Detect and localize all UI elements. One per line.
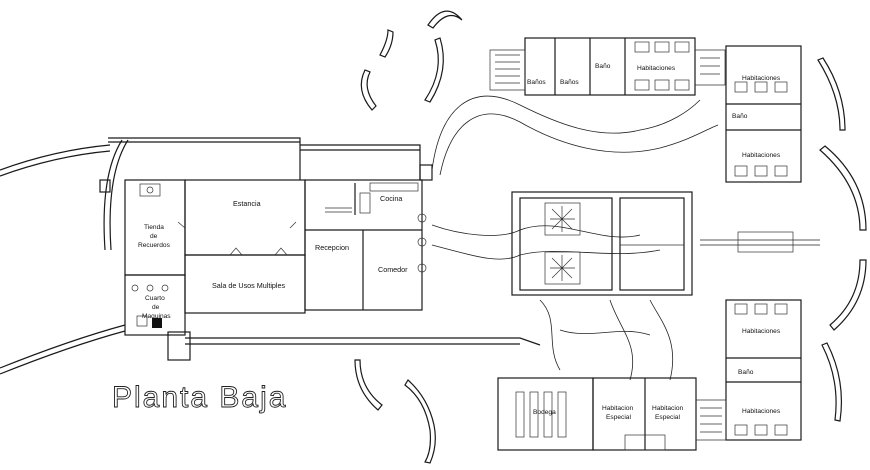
room-label-sala: Sala de Usos Multiples (212, 281, 286, 290)
room-label-bano-r1: Baño (732, 113, 748, 120)
room-label-comedor: Comedor (378, 265, 408, 274)
room-label-hab-esp-1b: Especial (606, 414, 631, 421)
room-label-hab-esp-1a: Habitacion (602, 405, 633, 412)
room-label-cuarto-1: Cuarto (145, 295, 165, 302)
room-label-recepcion: Recepcion (315, 243, 349, 252)
right-lower-block (725, 299, 802, 441)
room-label-estancia: Estancia (233, 199, 261, 208)
room-label-hab-esp-2a: Habitacion (652, 405, 683, 412)
landscape-arcs (354, 10, 867, 464)
room-label-hab-r3: Habitaciones (742, 328, 781, 335)
room-label-bano-r2: Baño (738, 369, 754, 376)
room-label-hab-r2: Habitaciones (742, 152, 781, 159)
top-block (489, 37, 726, 96)
outer-curved-walls (0, 137, 541, 375)
room-label-cuarto-2: de (152, 304, 160, 311)
bottom-block (497, 377, 727, 451)
room-label-habitaciones-top: Habitaciones (637, 65, 676, 72)
room-label-cuarto-3: Maquinas (142, 313, 171, 320)
room-label-hab-esp-2b: Especial (655, 414, 680, 421)
room-label-tienda-1: Tienda (144, 224, 164, 231)
room-label-banos-2: Baños (560, 79, 579, 86)
left-building (99, 164, 433, 361)
central-pavilion (511, 191, 794, 296)
right-upper-block (725, 45, 802, 183)
room-label-tienda-3: Recuerdos (138, 242, 171, 249)
room-label-hab-r4: Habitaciones (742, 408, 781, 415)
room-label-tienda-2: de (150, 233, 158, 240)
room-label-hab-r1: Habitaciones (742, 75, 781, 82)
room-label-cocina: Cocina (380, 194, 402, 203)
room-label-banos-1: Baños (527, 79, 546, 86)
plan-title: Planta Baja (112, 381, 287, 414)
room-label-bano-top: Baño (595, 63, 611, 70)
room-label-bodega: Bodega (533, 409, 556, 416)
